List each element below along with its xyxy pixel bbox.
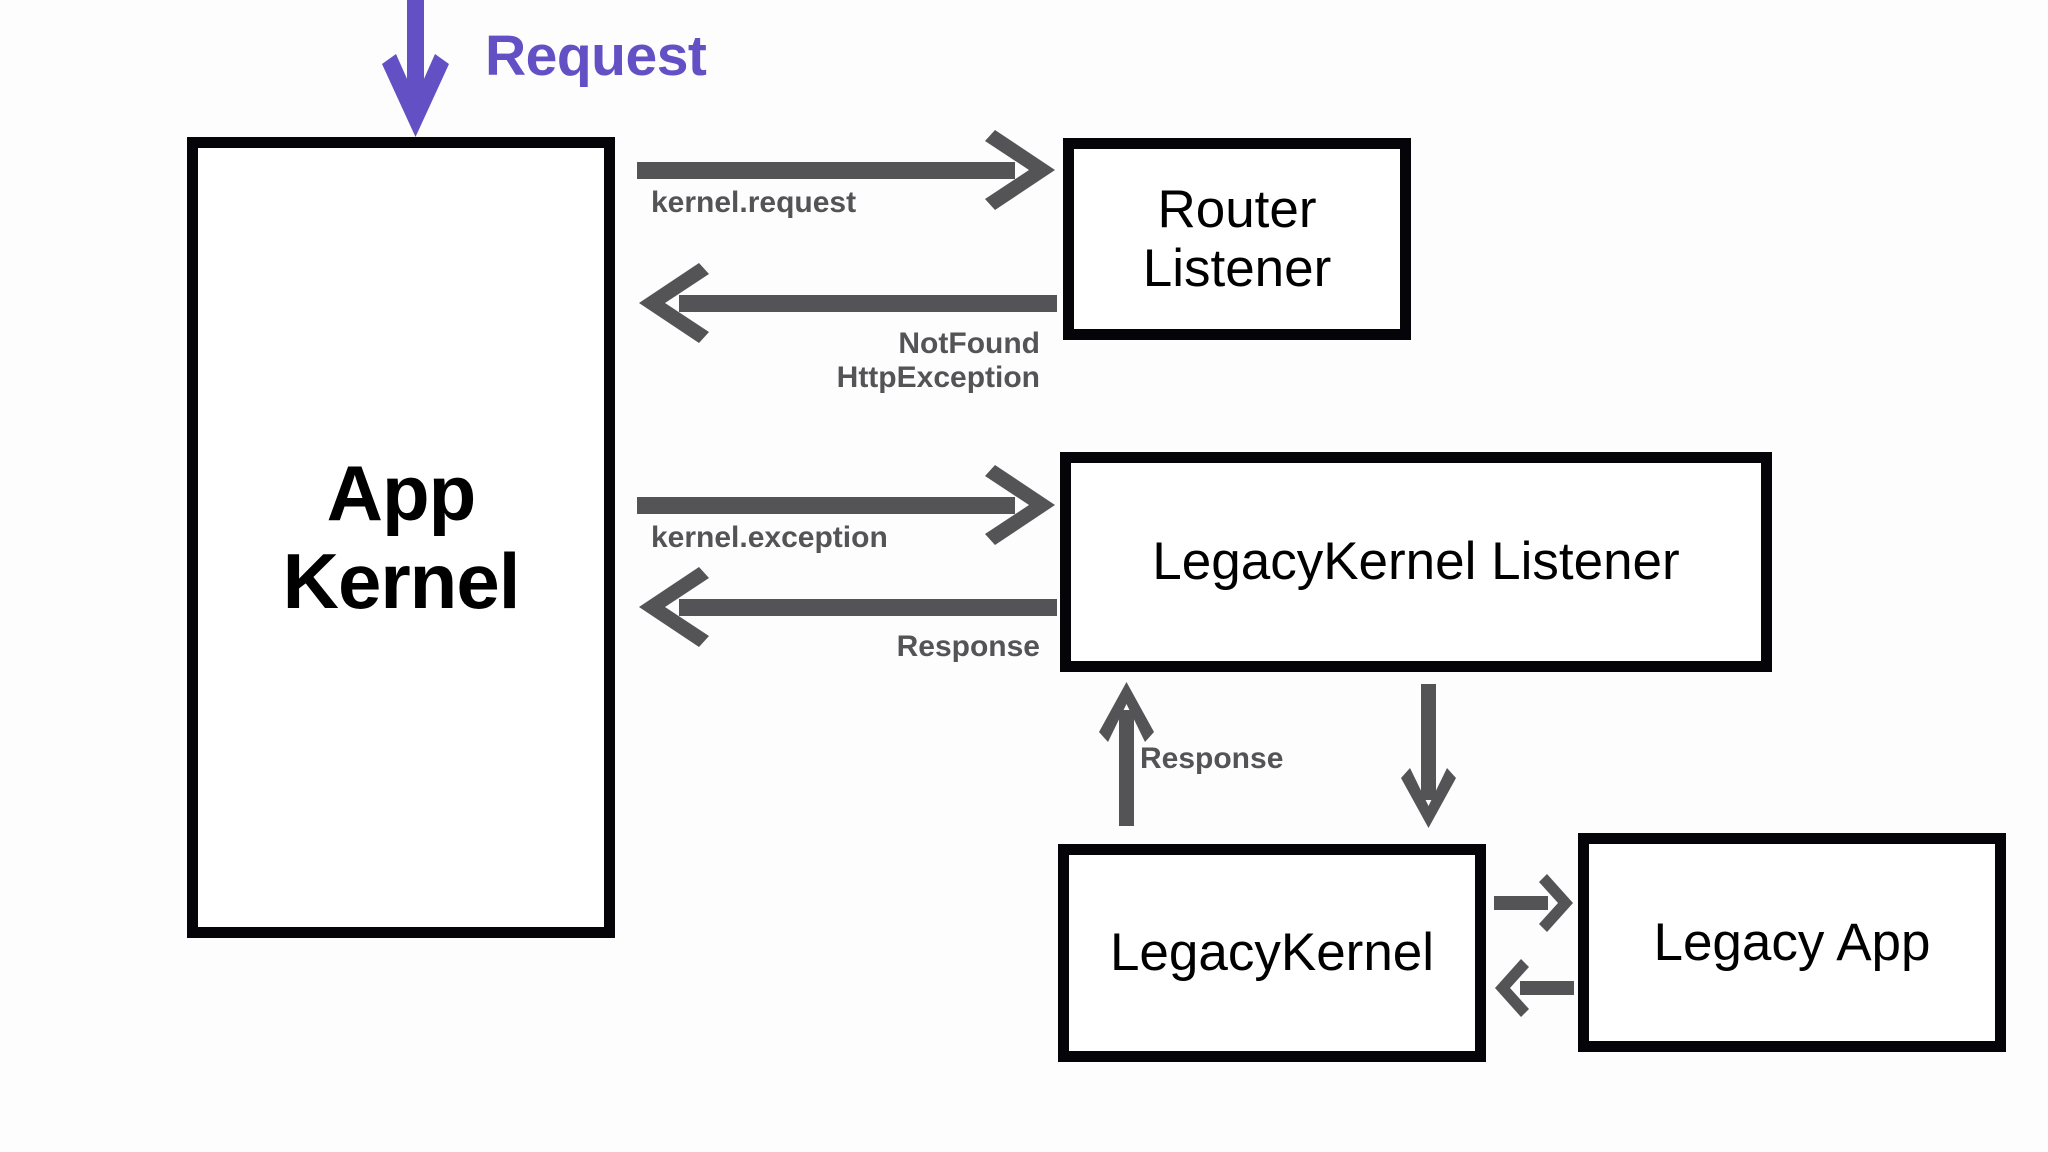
request-label: Request (485, 24, 707, 88)
node-legacy-app-label: Legacy App (1653, 912, 1931, 972)
node-legacykernel-listener-label: LegacyKernel Listener (1152, 532, 1680, 592)
request-arrow-icon (382, 0, 449, 137)
arrow-app-kernel-to-legacy-listener-icon (637, 465, 1055, 545)
arrow-legacy-listener-to-app-kernel-icon (639, 567, 1057, 647)
node-router-listener[interactable]: Router Listener (1063, 138, 1411, 340)
node-legacykernel[interactable]: LegacyKernel (1058, 844, 1486, 1062)
arrow-app-kernel-to-router-icon (637, 130, 1055, 210)
edge-label-notfound-httpexception: NotFound HttpException (836, 327, 1040, 394)
arrow-router-to-app-kernel-icon (639, 263, 1057, 343)
node-app-kernel[interactable]: App Kernel (187, 137, 615, 938)
arrow-legacykernel-to-legacy-listener-icon (1099, 682, 1154, 826)
edge-label-kernel-request: kernel.request (651, 186, 857, 219)
node-router-listener-label: Router Listener (1142, 179, 1332, 298)
node-legacykernel-label: LegacyKernel (1109, 923, 1435, 983)
edge-label-kernel-exception: kernel.exception (651, 521, 888, 554)
node-legacykernel-listener[interactable]: LegacyKernel Listener (1060, 452, 1772, 672)
arrow-legacy-listener-to-legacykernel-icon (1401, 684, 1456, 828)
arrow-legacy-app-to-legacykernel-icon (1495, 959, 1574, 1017)
edge-label-response-to-legacy-listener: Response (1140, 742, 1284, 775)
edge-label-response-to-app-kernel: Response (896, 630, 1040, 663)
arrow-legacykernel-to-legacy-app-icon (1494, 874, 1573, 932)
node-app-kernel-label: App Kernel (282, 449, 521, 625)
node-legacy-app[interactable]: Legacy App (1578, 833, 2006, 1052)
